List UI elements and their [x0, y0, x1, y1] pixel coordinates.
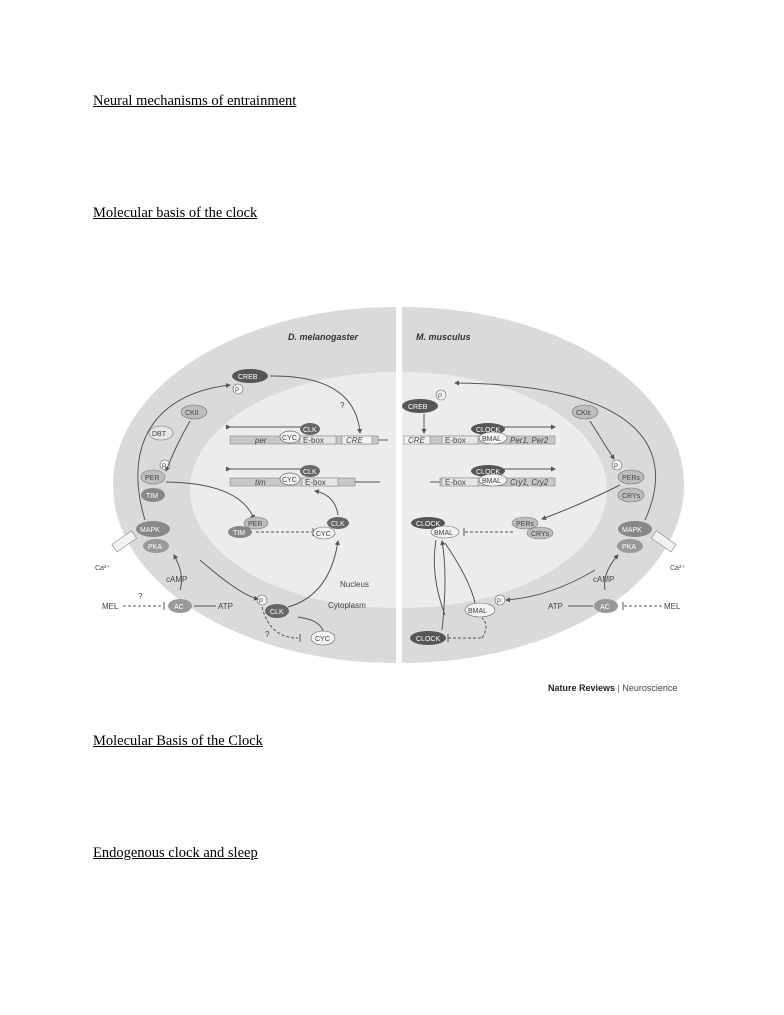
- label-nucleus: Nucleus: [340, 580, 369, 589]
- gene-cry1-cry2: Cry1, Cry2: [510, 478, 549, 487]
- ebox-tim: E-box: [305, 478, 326, 487]
- mel-right: MEL: [664, 602, 681, 611]
- heading-molecular-basis-2: Molecular Basis of the Clock: [93, 733, 263, 749]
- camp-left: cAMP: [166, 575, 187, 584]
- ca-left: Ca²⁺: [95, 564, 110, 572]
- title-m-musculus: M. musculus: [416, 332, 471, 342]
- heading-endogenous-clock-sleep: Endogenous clock and sleep: [93, 845, 258, 861]
- label-cytoplasm: Cytoplasm: [328, 601, 366, 610]
- bmal-cry: BMAL: [482, 478, 501, 485]
- cyc-nuc: CYC: [316, 531, 331, 538]
- creb-right: CREB: [408, 404, 428, 411]
- ac-right: AC: [600, 604, 610, 611]
- clk-cyto: CLK: [270, 609, 284, 616]
- p-clk-left: P: [259, 599, 263, 605]
- heading-molecular-basis: Molecular basis of the clock: [93, 205, 258, 221]
- pers-nuc: PERs: [516, 521, 534, 528]
- circadian-clock-figure: D. melanogaster M. musculus per tim E-bo…: [95, 307, 685, 693]
- ebox-per-right: E-box: [445, 436, 466, 445]
- gene-per1-per2: Per1, Per2: [510, 436, 549, 445]
- per-cyto: PER: [145, 475, 159, 482]
- clock-cyto: CLOCK: [416, 636, 440, 643]
- atp-right: ATP: [548, 602, 563, 611]
- mel-left: MEL: [102, 602, 119, 611]
- bmal-cyto: BMAL: [468, 608, 487, 615]
- cyc-tim: CYC: [282, 477, 297, 484]
- cyc-cyto: CYC: [315, 636, 330, 643]
- mapk-left: MAPK: [140, 527, 160, 534]
- bmal-per: BMAL: [482, 436, 501, 443]
- pka-right: PKA: [622, 544, 636, 551]
- gene-per: per: [254, 436, 267, 445]
- pka-left: PKA: [148, 544, 162, 551]
- ebox-per: E-box: [303, 436, 324, 445]
- ca-right: Ca²⁺: [670, 564, 685, 572]
- cyc-per: CYC: [282, 435, 297, 442]
- gene-tim: tim: [255, 478, 266, 487]
- mapk-right: MAPK: [622, 527, 642, 534]
- left-pathway: per tim E-box CRE E-box CYC CLK CYC CLK …: [95, 369, 388, 646]
- clock-nuc: CLOCK: [416, 521, 440, 528]
- camp-right: cAMP: [593, 575, 614, 584]
- pers-cyto: PERs: [622, 475, 640, 482]
- cre-left: CRE: [346, 436, 364, 445]
- crys-nuc: CRYs: [531, 531, 550, 538]
- clk-per: CLK: [303, 427, 317, 434]
- p-creb-left: P: [235, 388, 239, 394]
- q-creb: ?: [340, 401, 345, 410]
- ebox-cry-right: E-box: [445, 478, 466, 487]
- crys-cyto: CRYs: [622, 493, 641, 500]
- p-creb-right: P: [438, 394, 442, 400]
- cre-right: CRE: [408, 436, 426, 445]
- credit-section: Neuroscience: [622, 683, 677, 693]
- per-nuc: PER: [248, 521, 262, 528]
- bmal-nuc: BMAL: [434, 530, 453, 537]
- q-mel-left: ?: [138, 592, 143, 601]
- clock-cry: CLOCK: [476, 469, 500, 476]
- credit-journal: Nature Reviews: [548, 683, 615, 693]
- p-bmal-right: P: [497, 599, 501, 605]
- title-d-melanogaster: D. melanogaster: [288, 332, 359, 342]
- tim-nuc: TIM: [233, 530, 245, 537]
- heading-neural-mechanisms: Neural mechanisms of entrainment: [93, 93, 297, 109]
- q-cyc: ?: [265, 630, 270, 639]
- ckie: CKIε: [576, 410, 591, 417]
- credit-separator: |: [615, 683, 622, 693]
- ckii: CKII: [185, 410, 199, 417]
- tim-cyto: TIM: [146, 493, 158, 500]
- p-pers-right: P: [614, 464, 618, 470]
- ac-left: AC: [174, 604, 184, 611]
- right-pathway: CREB P CRE E-box Per1, Per2 E-box Cry1, …: [402, 380, 685, 645]
- clock-per: CLOCK: [476, 427, 500, 434]
- clk-tim: CLK: [303, 469, 317, 476]
- figure-credit: Nature Reviews | Neuroscience: [548, 683, 677, 693]
- dbt: DBT: [152, 431, 167, 438]
- clk-nuc: CLK: [331, 521, 345, 528]
- p-per-left: P: [162, 464, 166, 470]
- atp-left: ATP: [218, 602, 233, 611]
- creb-left: CREB: [238, 374, 258, 381]
